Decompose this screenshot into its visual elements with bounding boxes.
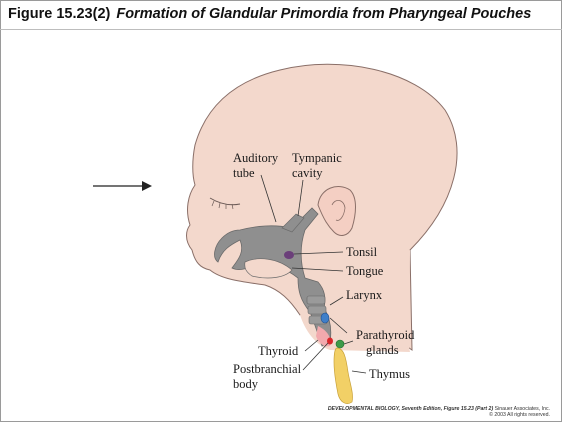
label-auditory-tube-2: tube xyxy=(233,166,255,180)
label-auditory-tube-1: Auditory xyxy=(233,151,279,165)
credit-rights: © 2003 All rights reserved. xyxy=(489,412,550,418)
label-tympanic-cavity-2: cavity xyxy=(292,166,323,180)
label-larynx: Larynx xyxy=(346,288,383,302)
parathyroid-lower xyxy=(336,340,344,348)
parathyroid-upper xyxy=(321,313,329,323)
tonsil xyxy=(284,251,294,259)
label-parathyroid-2: glands xyxy=(366,343,399,357)
thymus xyxy=(334,348,353,404)
label-tongue: Tongue xyxy=(346,264,384,278)
credit-book: DEVELOPMENTAL BIOLOGY, Seventh Edition, … xyxy=(328,406,493,412)
label-postbranchial-1: Postbranchial xyxy=(233,362,302,376)
label-tonsil: Tonsil xyxy=(346,245,378,259)
section-arrow-head xyxy=(142,181,152,191)
label-parathyroid-1: Parathyroid xyxy=(356,328,415,342)
label-postbranchial-2: body xyxy=(233,377,259,391)
figure-credit: DEVELOPMENTAL BIOLOGY, Seventh Edition, … xyxy=(328,406,550,418)
label-tympanic-cavity-1: Tympanic xyxy=(292,151,342,165)
label-thymus: Thymus xyxy=(369,367,410,381)
label-thyroid: Thyroid xyxy=(258,344,299,358)
